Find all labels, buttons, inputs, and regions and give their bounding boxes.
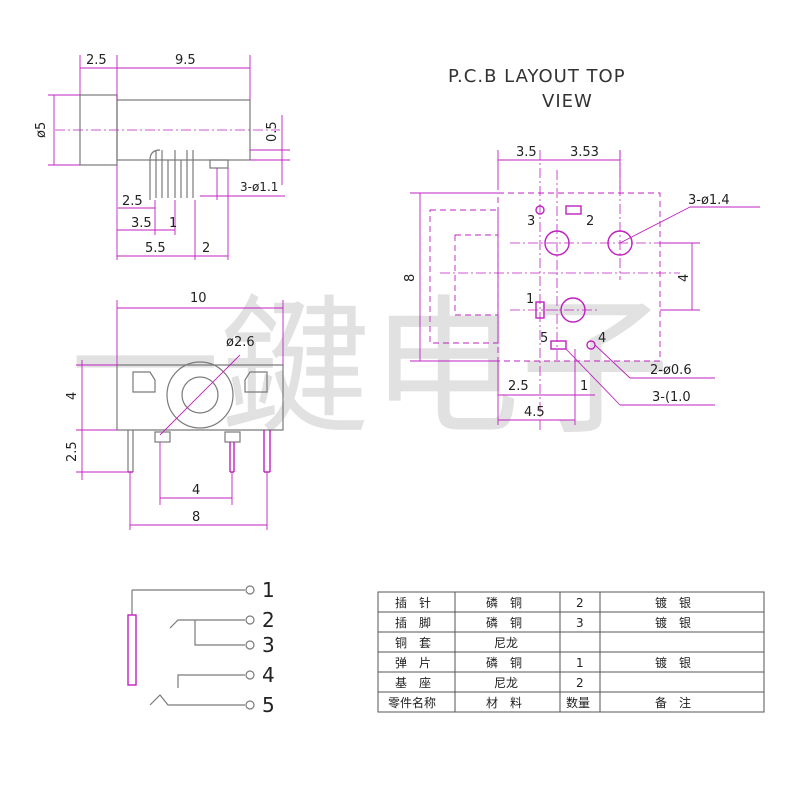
dim-side-hole: 3-ø1.1	[240, 180, 278, 194]
pcb-label-3: 3	[527, 214, 535, 229]
table-cell: 3	[576, 616, 584, 630]
pcb-label-5: 5	[540, 331, 548, 346]
front-outer-ring	[166, 361, 234, 429]
table-cell: 弹 片	[395, 656, 431, 670]
table-cell: 磷 铜	[486, 595, 522, 610]
front-bore	[181, 376, 219, 414]
dim-pcb-8: 8	[403, 274, 418, 282]
dim-pcb-hole06: 2-ø0.6	[650, 363, 692, 378]
table-cell: 镀 银	[655, 616, 691, 630]
schematic-pin-1: 1	[262, 578, 275, 602]
dim-front-phi2-6: ø2.6	[226, 335, 255, 350]
table-cell: 2	[576, 596, 584, 610]
table-cell: 基 座	[395, 675, 431, 690]
dim-side-3-5: 3.5	[131, 216, 152, 231]
table-cell: 尼龙	[494, 636, 518, 650]
pcb-slot-1	[535, 301, 545, 319]
side-tab	[209, 159, 229, 169]
pcb-layout: P.C.B LAYOUT TOP VIEW 3 2 1 5 4 3.5 3.53…	[403, 66, 760, 430]
dim-front-4: 4	[65, 392, 80, 400]
pcb-label-2: 2	[586, 214, 594, 229]
pcb-label-4: 4	[598, 331, 606, 346]
table-header-cell: 备 注	[655, 695, 691, 710]
table-header-cell: 材 料	[486, 696, 522, 710]
dim-pcb-slot: 3-(1.0	[652, 390, 691, 405]
table-header-cell: 数量	[566, 695, 590, 710]
schematic-pin-5: 5	[262, 693, 275, 717]
side-pin	[149, 149, 161, 200]
table-cell: 磷 铜	[486, 615, 522, 630]
dim-front-8: 8	[192, 510, 200, 525]
dim-side-2: 2	[202, 241, 210, 256]
table-cell: 1	[576, 656, 584, 670]
dim-side-phi5: ø5	[34, 122, 49, 138]
dim-pcb-4: 4	[677, 274, 692, 282]
pcb-hole-a	[544, 230, 570, 256]
table-header-cell: 零件名称	[388, 695, 436, 710]
pcb-small-hole-3	[535, 205, 545, 215]
dim-side-2-5b: 2.5	[122, 194, 143, 209]
dim-side-5-5: 5.5	[145, 241, 166, 256]
dim-front-2-5: 2.5	[65, 441, 80, 462]
dim-pcb-hole14: 3-ø1.4	[688, 193, 730, 208]
watermark: 一鍵电子	[70, 282, 670, 456]
schematic-pin-3: 3	[262, 633, 275, 657]
dim-pcb-3-5: 3.5	[516, 145, 537, 160]
dim-front-10: 10	[190, 291, 207, 306]
table-cell: 2	[576, 676, 584, 690]
table-cell: 插 针	[395, 595, 431, 610]
dim-side-9-5: 9.5	[175, 53, 196, 68]
table-cell: 插 脚	[395, 615, 431, 630]
pcb-hole-b	[607, 230, 633, 256]
side-view: 2.5 9.5 ø5 0.5 3-ø1.1 2.5 3.5 1 5.5 2	[34, 53, 290, 260]
front-view: ø2.6 10 4 2.5 4 8	[65, 291, 284, 530]
parts-table: 插 针 磷 铜 2 镀 银 插 脚 磷 铜 3 镀 银 铜 套 尼龙 弹 片 磷…	[377, 591, 765, 713]
schematic-sleeve	[127, 614, 137, 686]
dim-pcb-1: 1	[580, 379, 588, 394]
table-cell: 镀 银	[655, 596, 691, 610]
table-cell: 铜 套	[395, 635, 431, 650]
dim-side-1: 1	[169, 216, 177, 231]
pcb-title-line2: VIEW	[542, 91, 593, 112]
pcb-title-line1: P.C.B LAYOUT TOP	[448, 66, 626, 87]
dim-front-4b: 4	[192, 483, 200, 498]
front-body	[116, 364, 284, 431]
schematic: 1 2 3 4 5	[127, 578, 275, 717]
pcb-hole-c	[560, 297, 586, 323]
table-cell: 尼龙	[494, 676, 518, 690]
watermark-text: 一鍵电子	[70, 282, 670, 456]
dim-pcb-4-5: 4.5	[524, 405, 545, 420]
table-cell: 磷 铜	[486, 655, 522, 670]
dim-side-0-5: 0.5	[265, 121, 280, 142]
pcb-label-1: 1	[526, 292, 534, 307]
dim-pcb-3-53: 3.53	[570, 145, 599, 160]
dim-pcb-2-5: 2.5	[508, 379, 529, 394]
schematic-pin-2: 2	[262, 608, 275, 632]
table-cell: 镀 银	[655, 656, 691, 670]
pcb-slot-2	[565, 205, 582, 215]
pcb-slot-5	[550, 340, 567, 350]
schematic-pin-4: 4	[262, 663, 275, 687]
dim-side-2-5: 2.5	[86, 53, 107, 68]
